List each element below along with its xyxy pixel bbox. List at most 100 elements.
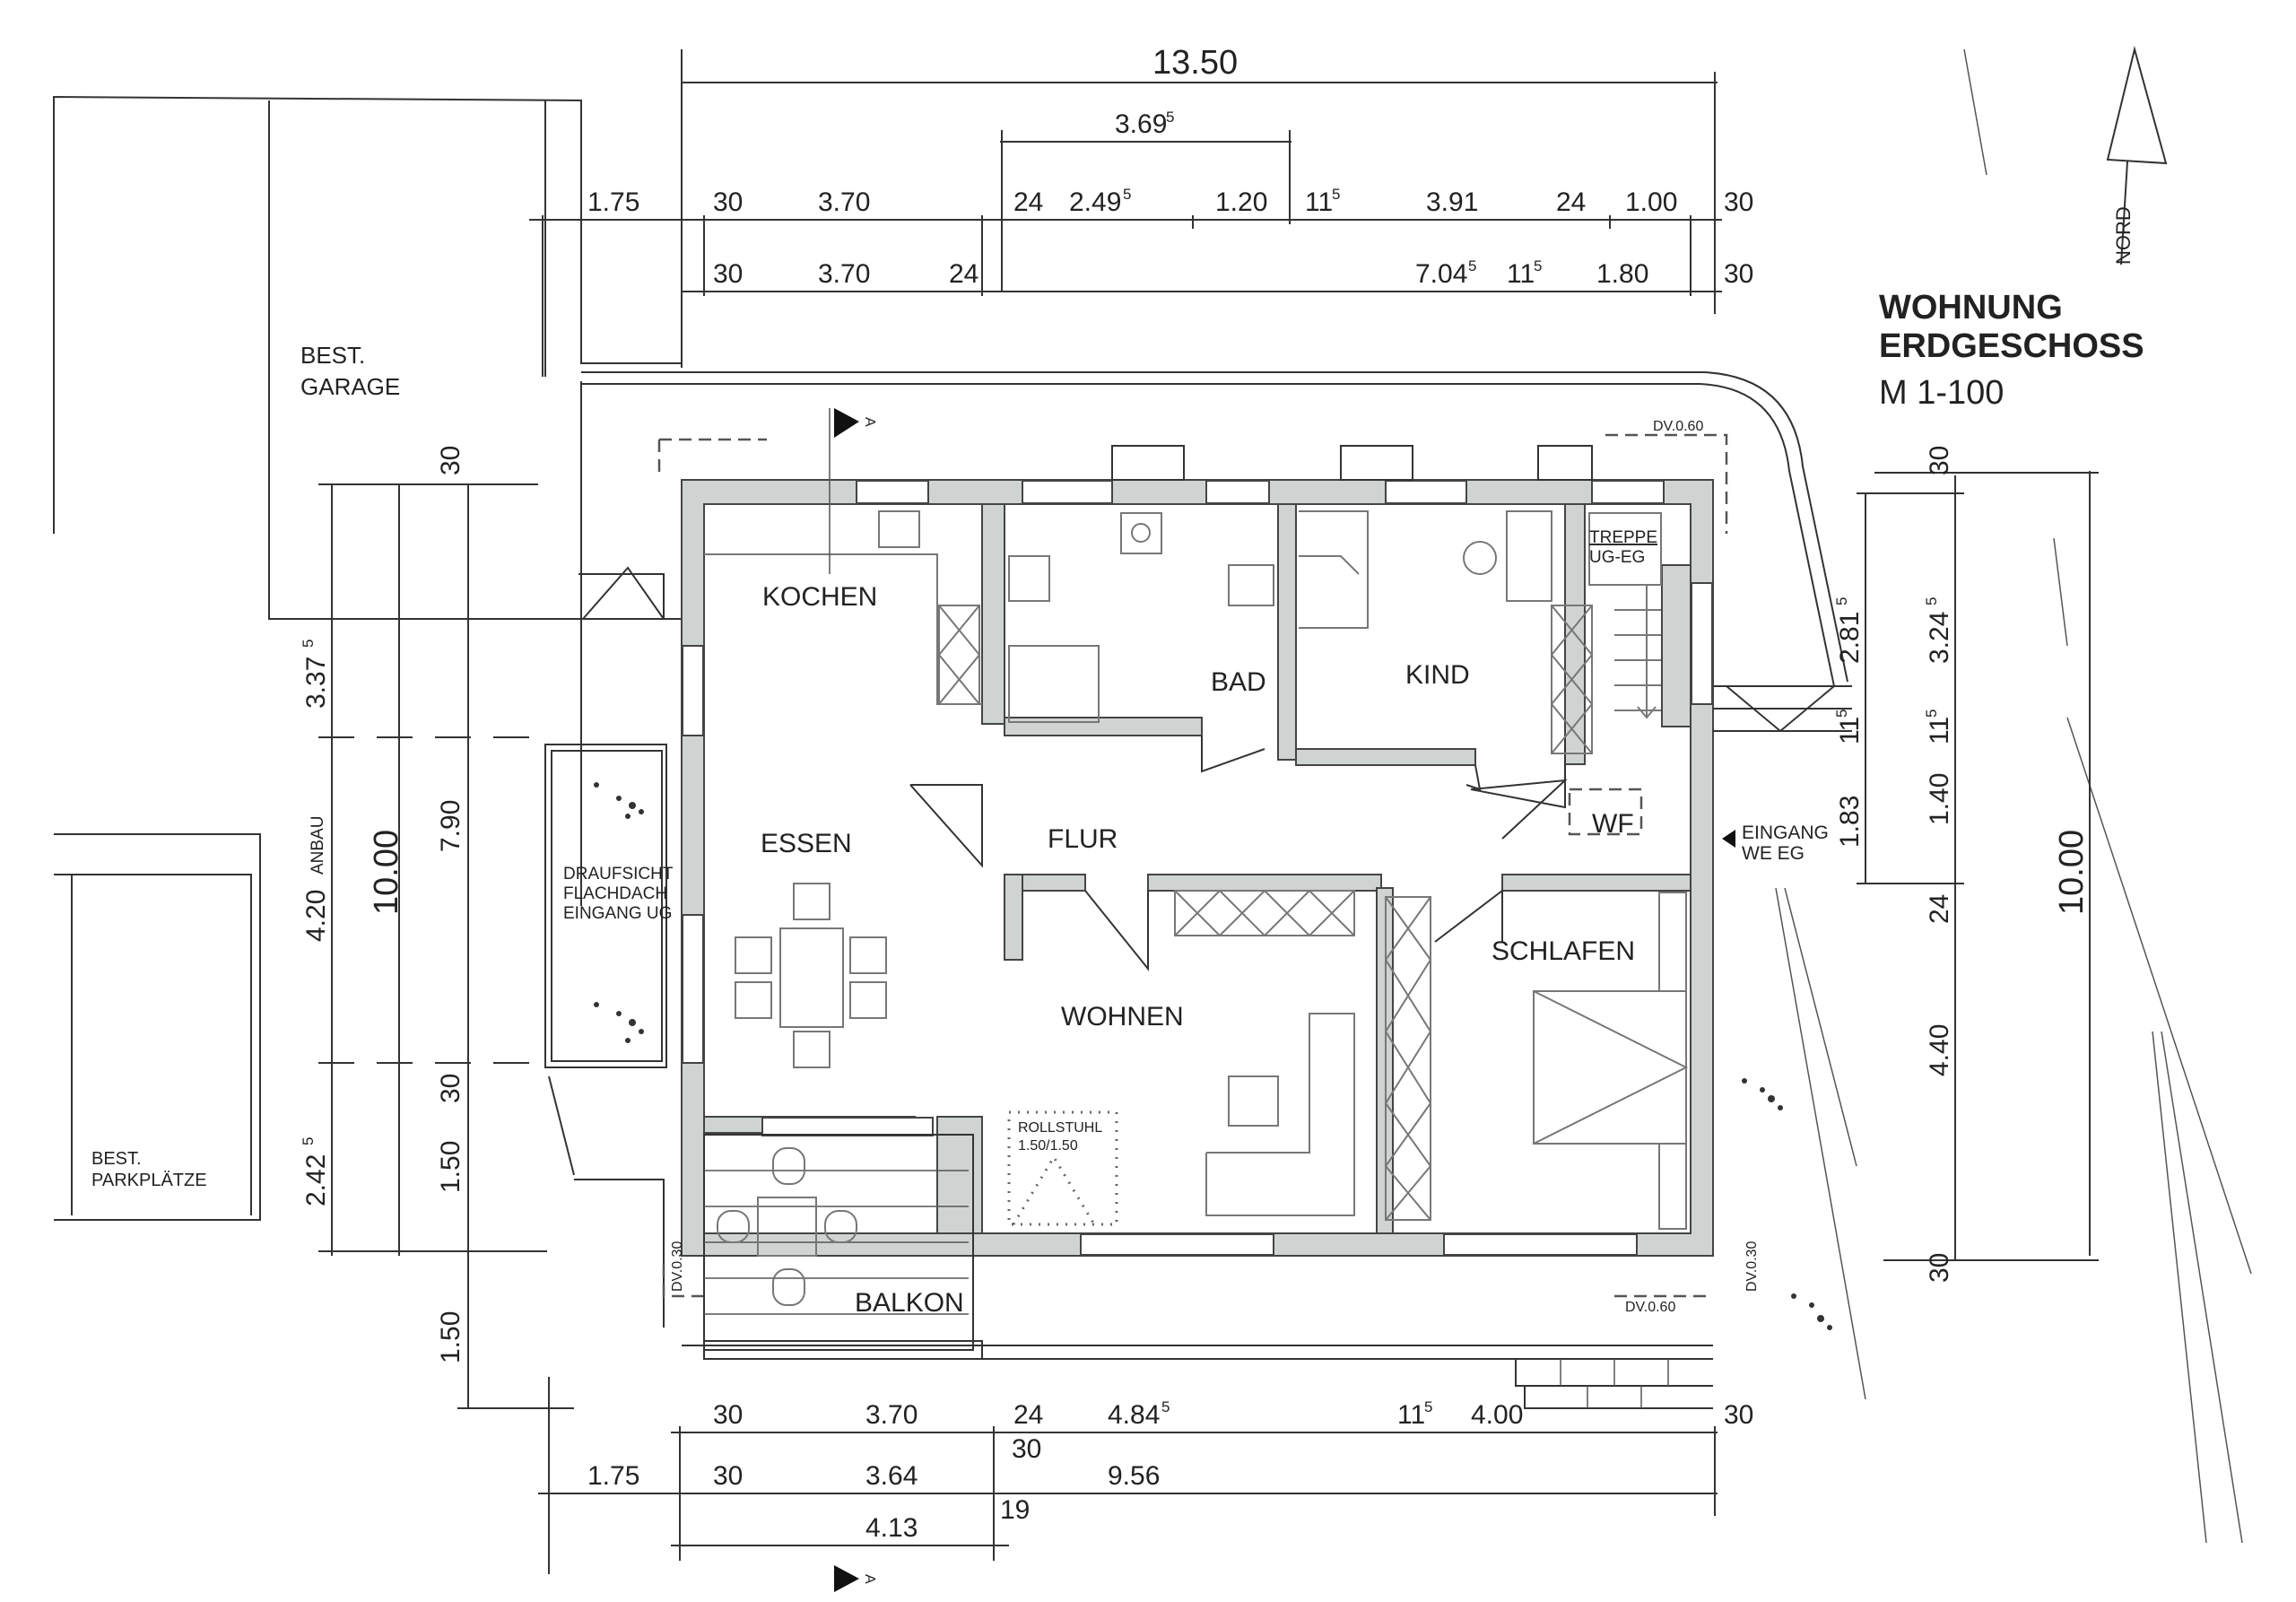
overhang-dashed <box>1605 433 1728 534</box>
wall-bad-flur <box>1004 717 1203 736</box>
dim-right: 11 <box>1835 717 1865 744</box>
dim-bottom-r2: 3.64 <box>865 1461 918 1491</box>
dim-left-sup: 5 <box>300 1137 317 1145</box>
dv-label-top: DV.0.60 <box>1653 419 1703 434</box>
terrace-steps <box>1515 1359 1713 1409</box>
door-swing <box>1470 736 1566 809</box>
north-arrow-icon <box>2106 46 2168 165</box>
wheelchair-label-2: 1.50/1.50 <box>1018 1138 1078 1154</box>
north-label: NORD <box>2112 206 2135 265</box>
dv-label-right: DV.0.30 <box>1744 1241 1760 1292</box>
gravel-pattern <box>594 782 1832 1330</box>
dim-top-mid-sup: 5 <box>1166 109 1174 126</box>
dv-label-bottom: DV.0.60 <box>1625 1300 1675 1315</box>
dim-right: 1.40 <box>1925 773 1954 825</box>
dim-top-r1: 1.20 <box>1215 187 1267 217</box>
terrain-line <box>2161 1031 2243 1544</box>
dim-left: 4.20 <box>301 890 331 942</box>
dim-right: 3.24 <box>1925 612 1954 664</box>
chair-icon <box>849 981 887 1019</box>
dim-top-r1: 30 <box>1724 187 1753 217</box>
dim-left-sup: 5 <box>300 640 317 648</box>
chair-icon <box>1463 541 1497 575</box>
dim-bottom-r1: 4.84 <box>1108 1400 1160 1430</box>
dim-bottom-r1: 30 <box>1724 1400 1753 1430</box>
dim-top-mid: 3.69 <box>1115 109 1167 139</box>
dv-label-left: DV.0.30 <box>670 1241 685 1292</box>
room-label-kochen: KOCHEN <box>762 582 877 612</box>
wall-kind-flur <box>1295 748 1476 766</box>
building <box>657 433 1728 1298</box>
dim-right: 11 <box>1925 717 1954 744</box>
dining-table <box>779 927 844 1028</box>
bed-schlafen <box>1533 990 1687 1145</box>
parking-inner <box>54 874 252 1215</box>
dim-top-r1: 30 <box>713 187 743 217</box>
dim-left: 1.50 <box>436 1141 465 1193</box>
dim-top-r2-sup: 5 <box>1468 257 1476 274</box>
dim-bottom-r3: 4.13 <box>865 1513 918 1543</box>
bed-diagonal <box>1533 990 1689 1145</box>
door-swing <box>1201 736 1265 773</box>
dim-right-sup: 5 <box>1923 597 1940 605</box>
terrain-line <box>2053 537 2068 647</box>
kitchen-counter <box>704 553 982 705</box>
chair-icon <box>824 1210 857 1243</box>
dim-right: 2.81 <box>1835 612 1865 664</box>
dim-left: 1.50 <box>436 1311 465 1363</box>
road-outline <box>581 371 1848 683</box>
door-swings <box>909 736 1568 971</box>
room-label-wf: WF <box>1592 809 1634 839</box>
wheelchair-zone <box>1007 1110 1118 1226</box>
parking-outline <box>54 833 261 1221</box>
terrain-line <box>1775 887 1866 1400</box>
dim-bottom-r1-sup: 5 <box>1424 1398 1432 1415</box>
dim-right-sup: 5 <box>1833 710 1850 718</box>
kitchen-cabinet-icon <box>938 605 980 705</box>
sink-icon <box>878 510 920 548</box>
dim-bottom-r2: 9.56 <box>1108 1461 1160 1491</box>
entrance-label-1: EINGANG <box>1742 823 1829 843</box>
bathtub-icon <box>1008 645 1100 723</box>
dim-top-r1: 1.75 <box>587 187 639 217</box>
room-label-kind: KIND <box>1405 660 1470 690</box>
stairs-label-2: UG-EG <box>1589 548 1645 567</box>
dim-top-r1: 24 <box>1556 187 1586 217</box>
stairs-label-1: TREPPE <box>1589 528 1657 547</box>
dim-top-r1: 3.70 <box>818 187 870 217</box>
lower-terrace <box>574 1179 665 1328</box>
dim-left-anbau: ANBAU <box>309 816 327 875</box>
ramp-line <box>548 1075 575 1176</box>
dim-right: 30 <box>1925 446 1954 475</box>
chair-icon <box>735 981 772 1019</box>
wardrobe-schlafen <box>1385 896 1431 1221</box>
dim-bottom-r2: 1.75 <box>587 1461 639 1491</box>
chimney <box>1537 445 1593 481</box>
section-marker-icon <box>834 1565 859 1592</box>
chair-icon <box>772 1268 805 1306</box>
sofa-icon <box>1205 1013 1355 1216</box>
dim-bottom-r3: 19 <box>1000 1495 1030 1525</box>
dim-top-r2: 30 <box>1724 259 1753 289</box>
staircase <box>1588 512 1662 719</box>
wardrobe-cross <box>1551 605 1593 754</box>
door-swing <box>1434 888 1503 943</box>
toilet-icon <box>1228 564 1274 606</box>
garage-inner <box>268 100 682 620</box>
dim-bottom-r1: 24 <box>1013 1400 1043 1430</box>
door-swing <box>1470 779 1568 840</box>
dim-left: 30 <box>436 1074 465 1103</box>
wall-flur-stub <box>1004 874 1023 961</box>
parking-label-1: BEST. <box>91 1149 142 1169</box>
dim-left: 7.90 <box>436 800 465 852</box>
chimney <box>1111 445 1185 481</box>
garage-outline <box>53 95 682 534</box>
terrain-line <box>1784 887 1857 1167</box>
dim-bottom-r1: 4.00 <box>1471 1400 1523 1430</box>
dim-bottom-r1: 3.70 <box>865 1400 918 1430</box>
chair-icon <box>772 1147 805 1185</box>
dim-top-r2: 3.70 <box>818 259 870 289</box>
chair-icon <box>849 936 887 974</box>
wheelchair-label-1: ROLLSTUHL <box>1018 1120 1102 1136</box>
desk-icon <box>1506 510 1552 602</box>
